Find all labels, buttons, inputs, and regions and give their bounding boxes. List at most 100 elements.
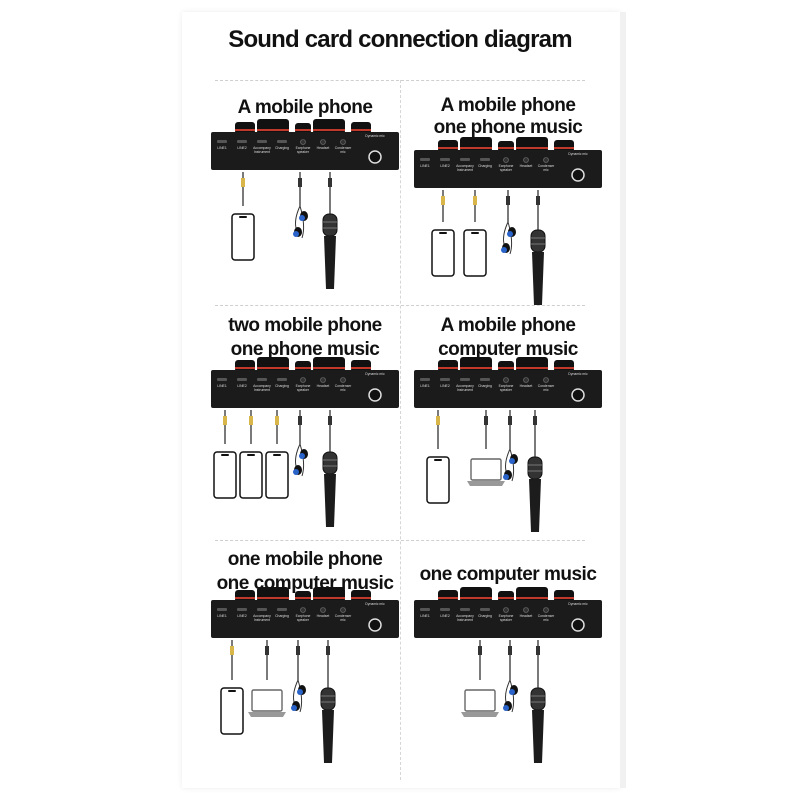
panel-title: one phone music: [433, 117, 583, 138]
panel-title: A mobile phone: [237, 97, 373, 118]
panel-title: one computer music: [419, 564, 597, 585]
knob-icon: [313, 357, 345, 372]
port-label: Earphone speaker: [295, 384, 311, 392]
port-label: Accompany Instrument: [456, 164, 474, 172]
knob-icon: [313, 587, 345, 602]
cable: [223, 410, 227, 444]
cable: [230, 640, 234, 680]
xlr-port-icon: [368, 150, 382, 164]
port-label: Accompany Instrument: [456, 614, 474, 622]
phone-icon: [239, 451, 263, 499]
cable: [508, 410, 512, 449]
port-label: Headset: [316, 146, 330, 150]
laptop-icon: [464, 689, 496, 712]
xlr-port-icon: [368, 618, 382, 632]
panel-title: A mobile phone: [440, 315, 576, 336]
plug-icon: [298, 416, 302, 425]
port-label: LINE2: [440, 384, 450, 388]
port-label: Dynamic mic: [365, 134, 385, 138]
knob-icon: [295, 591, 311, 602]
plug-icon: [298, 178, 302, 187]
jack-port-icon: [320, 607, 326, 613]
jack-port-icon: [523, 607, 529, 613]
plug-icon: [473, 196, 477, 205]
cable: [326, 640, 330, 690]
plug-icon: [275, 416, 279, 425]
port-label: Condenser mic: [537, 614, 555, 622]
cable: [506, 190, 510, 222]
port-label: Earphone speaker: [498, 164, 514, 172]
port-label: Condenser mic: [334, 384, 352, 392]
connection-illustration: [211, 587, 399, 763]
usb-port-icon: [237, 140, 247, 143]
sound-card: [211, 587, 399, 638]
microphone-icon: [320, 687, 336, 763]
usb-port-icon: [460, 378, 470, 381]
sound-card: [414, 137, 602, 188]
usb-port-icon: [420, 608, 430, 611]
plug-icon: [326, 646, 330, 655]
port-label: Dynamic mic: [365, 602, 385, 606]
port-label: LINE2: [237, 384, 247, 388]
xlr-port-icon: [368, 388, 382, 402]
usb-port-icon: [257, 140, 267, 143]
jack-port-icon: [320, 139, 326, 145]
plug-icon: [249, 416, 253, 425]
phone-icon: [213, 451, 237, 499]
port-label: LINE2: [440, 614, 450, 618]
port-label: Condenser mic: [537, 164, 555, 172]
port-label: LINE1: [420, 164, 430, 168]
knob-icon: [295, 361, 311, 372]
port-label: Charging: [275, 384, 289, 388]
panel-title: two mobile phone: [228, 315, 382, 336]
jack-port-icon: [543, 607, 549, 613]
phone-icon: [265, 451, 289, 499]
usb-port-icon: [217, 140, 227, 143]
microphone-icon: [530, 229, 546, 305]
panel-title: one phone music: [230, 339, 380, 360]
cable: [473, 190, 477, 222]
usb-port-icon: [420, 378, 430, 381]
sound-card: [414, 357, 602, 408]
panel-title: computer music: [438, 339, 578, 360]
usb-port-icon: [257, 378, 267, 381]
cable: [328, 172, 332, 216]
port-label: LINE1: [217, 384, 227, 388]
port-label: Condenser mic: [537, 384, 555, 392]
cable: [441, 190, 445, 222]
port-label: Headset: [519, 384, 533, 388]
usb-port-icon: [420, 158, 430, 161]
port-label: LINE2: [237, 146, 247, 150]
usb-port-icon: [277, 140, 287, 143]
port-label: Earphone speaker: [295, 146, 311, 154]
knob-icon: [313, 119, 345, 134]
port-label: Charging: [478, 614, 492, 618]
port-label: Headset: [316, 384, 330, 388]
xlr-port-icon: [571, 388, 585, 402]
usb-port-icon: [237, 378, 247, 381]
port-label: Dynamic mic: [568, 152, 588, 156]
microphone-icon: [322, 213, 338, 289]
connection-illustration: [211, 119, 399, 289]
connection-illustration: [414, 357, 602, 532]
plug-icon: [508, 646, 512, 655]
earphones-icon: [503, 679, 518, 713]
usb-port-icon: [277, 608, 287, 611]
plug-icon: [536, 196, 540, 205]
sound-card: [211, 357, 399, 408]
plug-icon: [478, 646, 482, 655]
port-label: Headset: [316, 614, 330, 618]
port-label: Charging: [275, 146, 289, 150]
port-label: Headset: [519, 614, 533, 618]
port-label: Charging: [275, 614, 289, 618]
microphone-icon: [530, 687, 546, 763]
port-label: LINE2: [440, 164, 450, 168]
knob-icon: [460, 587, 492, 602]
connection-illustration: [414, 587, 602, 763]
jack-port-icon: [300, 607, 306, 613]
cable: [241, 172, 245, 206]
port-label: LINE1: [217, 146, 227, 150]
knob-icon: [257, 357, 289, 372]
phone-icon: [431, 229, 455, 277]
